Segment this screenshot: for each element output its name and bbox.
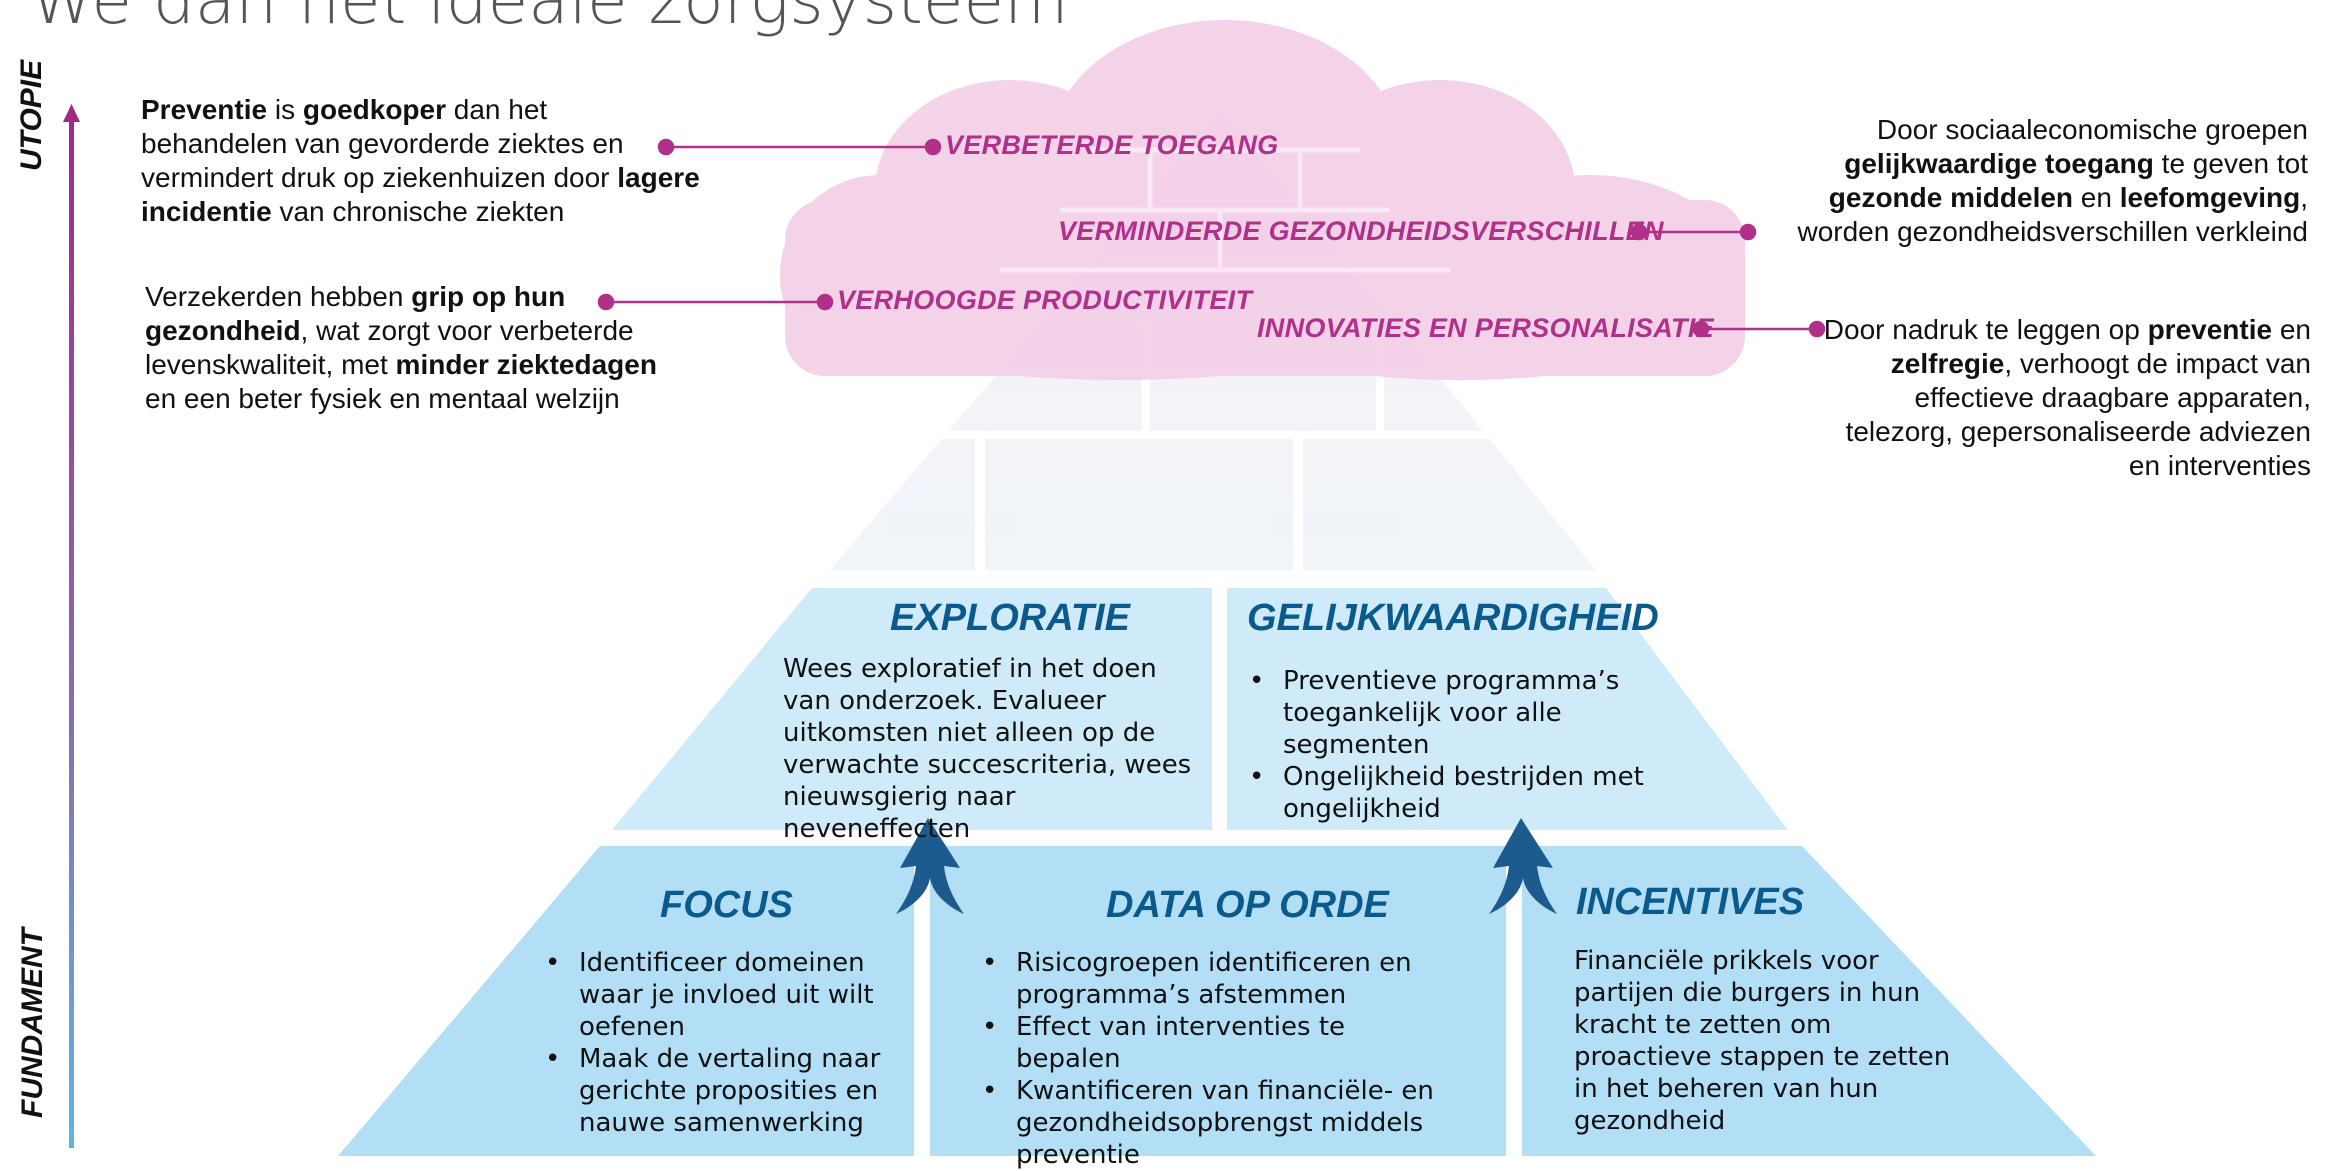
block-gelijkwaardigheid-title: GELIJKWAARDIGHEID: [1247, 597, 1659, 639]
block-focus-title: FOCUS: [660, 884, 793, 926]
connector-innovaties: [1692, 320, 1826, 338]
axis-top-label: UTOPIE: [15, 59, 48, 171]
cloud-bricks: [1000, 147, 1450, 273]
note-nadruk: Door nadruk te leggen op preventie en ze…: [1823, 314, 2311, 481]
up-arrow-icon: [1489, 818, 1557, 914]
block-data-title: DATA OP ORDE: [1106, 884, 1389, 926]
block-exploratie-title: EXPLORATIE: [890, 597, 1130, 639]
note-sociaal: Door sociaaleconomische groepen gelijkwa…: [1797, 114, 2308, 247]
list-item: Preventieve programma’s toegankelijk voo…: [1245, 665, 1705, 761]
benefit-productiviteit: VERHOOGDE PRODUCTIVITEIT: [837, 285, 1253, 315]
list-item: Effect van interventies te bepalen: [978, 1011, 1448, 1075]
block-exploratie-text: Wees exploratief in het doen van onderzo…: [783, 654, 1192, 844]
axis-arrowhead: [63, 104, 80, 122]
list-item: Maak de vertaling naar gerichte proposit…: [541, 1043, 901, 1139]
page-title: We dan het ideale zorgsysteem: [30, 0, 1069, 39]
list-item: Identificeer domeinen waar je invloed ui…: [541, 947, 901, 1043]
list-item: Kwantificeren van financiële- en gezondh…: [978, 1075, 1448, 1171]
axis-line: [69, 118, 74, 1148]
connector-gezondheidsverschillen: [1630, 223, 1757, 241]
block-incentives-text: Financiële prikkels voor partijen die bu…: [1574, 946, 1951, 1136]
cloud-shape: [780, 20, 1745, 380]
benefit-gezondheidsverschillen: VERMINDERDE GEZONDHEIDSVERSCHILLEN: [1058, 216, 1664, 246]
block-incentives-title: INCENTIVES: [1576, 881, 1805, 923]
up-arrow-icon: [896, 818, 964, 914]
block-incentives-shape: [1522, 846, 2096, 1156]
note-verzekerden: Verzekerden hebben grip op hun gezondhei…: [145, 281, 657, 414]
block-gelijkwaardigheid-list: Preventieve programma’s toegankelijk voo…: [1245, 665, 1705, 825]
block-data-list: Risicogroepen identificeren en programma…: [978, 947, 1448, 1171]
axis-bottom-label: FUNDAMENT: [16, 928, 49, 1118]
block-exploratie-shape: [612, 588, 1212, 830]
benefit-innovaties: INNOVATIES EN PERSONALISATIE: [1257, 313, 1714, 343]
benefit-toegang: VERBETERDE TOEGANG: [945, 130, 1279, 160]
list-item: Risicogroepen identificeren en programma…: [978, 947, 1448, 1011]
note-preventie: Preventie is goedkoper dan het behandele…: [141, 94, 700, 227]
list-item: Ongelijkheid bestrijden met ongelijkheid: [1245, 761, 1705, 825]
connector-toegang: [657, 138, 942, 156]
connector-productiviteit: [597, 293, 834, 311]
block-focus-list: Identificeer domeinen waar je invloed ui…: [541, 947, 901, 1139]
